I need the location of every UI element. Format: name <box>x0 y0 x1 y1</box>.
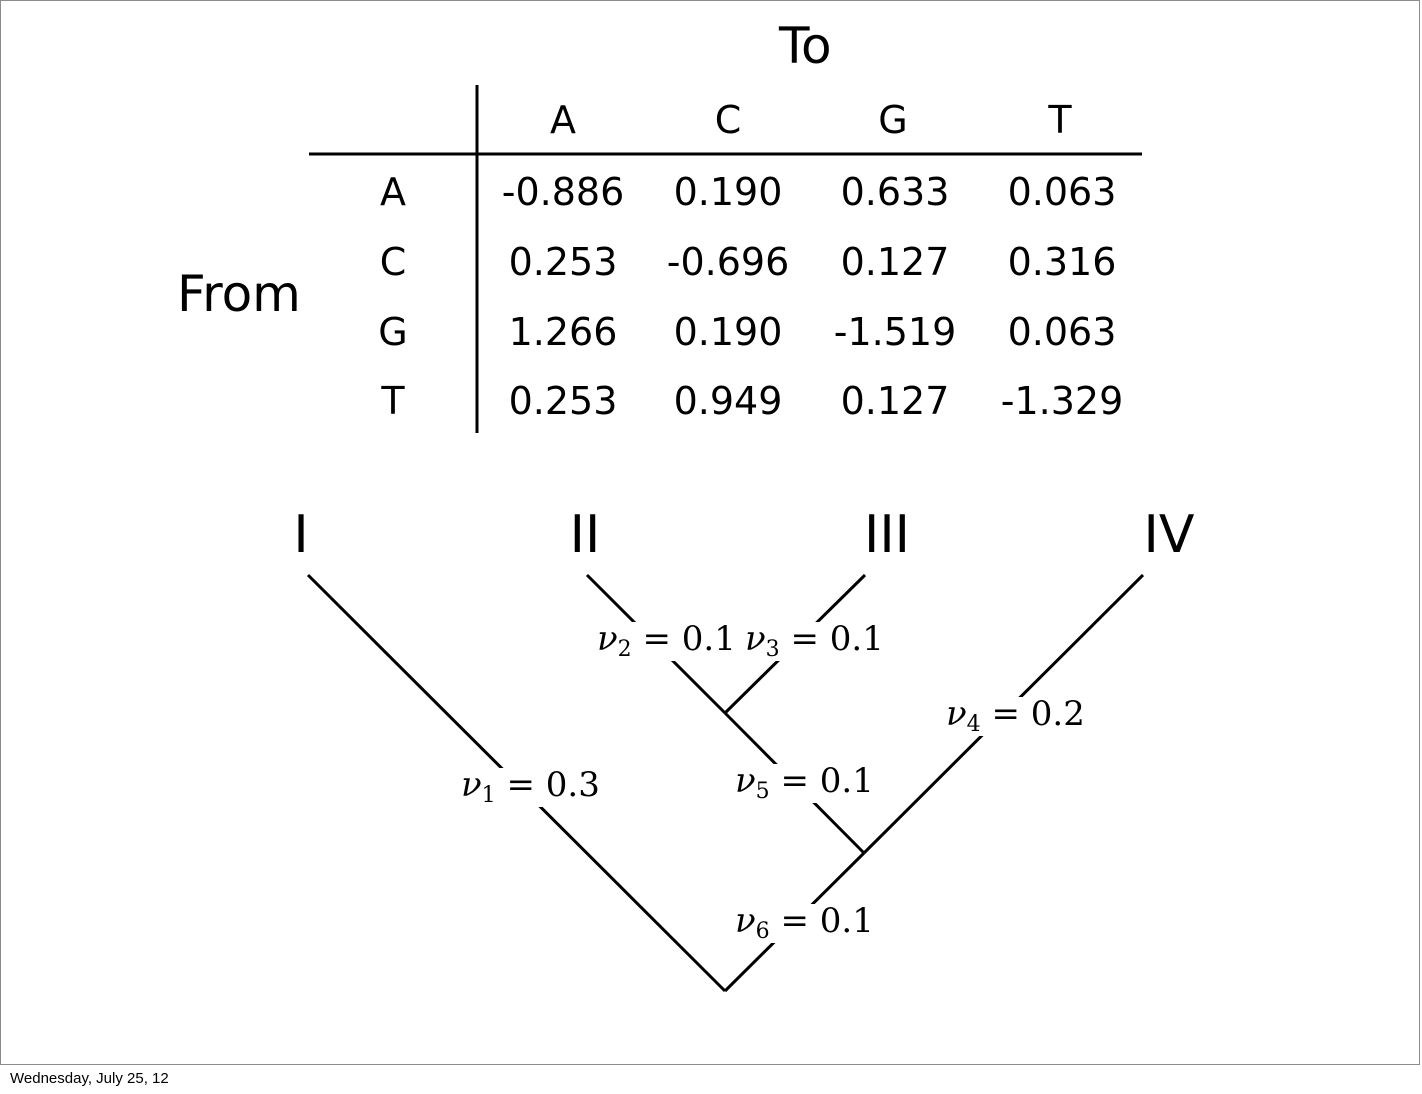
matrix-cell: 0.633 <box>840 170 950 214</box>
equals-sign: = <box>780 901 809 941</box>
matrix-cell: 0.253 <box>508 240 618 284</box>
nu-symbol: ν <box>735 761 756 801</box>
matrix-cell: 0.190 <box>673 170 783 214</box>
branch-value: 0.1 <box>819 761 874 801</box>
branch-value: 0.2 <box>1030 694 1085 734</box>
matrix-cell: 0.190 <box>673 310 783 354</box>
branch-value: 0.1 <box>829 619 884 659</box>
branch-index: 4 <box>966 712 981 737</box>
matrix-cell: 0.063 <box>1007 170 1117 214</box>
row-label-a: A <box>380 170 406 214</box>
matrix-cell: -1.329 <box>1000 379 1124 423</box>
branch-index: 5 <box>755 779 770 804</box>
branch-label-2: ν2 = 0.1 <box>595 622 738 661</box>
row-label-c: C <box>379 240 407 284</box>
branch-value: 0.1 <box>819 901 874 941</box>
matrix-cell: -0.696 <box>666 240 790 284</box>
branch-label-3: ν3 = 0.1 <box>743 622 886 661</box>
matrix-cell: 0.949 <box>673 379 783 423</box>
nu-symbol: ν <box>461 765 482 805</box>
nu-symbol: ν <box>597 619 618 659</box>
branch-value: 0.3 <box>545 765 600 805</box>
column-header-c: C <box>714 98 742 142</box>
matrix-cell: 0.127 <box>840 379 950 423</box>
taxon-i: I <box>293 505 309 565</box>
column-header-a: A <box>550 98 576 142</box>
equals-sign: = <box>790 619 819 659</box>
branch-label-1: ν1 = 0.3 <box>459 768 602 807</box>
branch-index: 1 <box>481 783 496 808</box>
branch-index: 3 <box>765 637 780 662</box>
matrix-cell: 0.063 <box>1007 310 1117 354</box>
slide: To From A C G T A C G T -0.886 0.190 0.6… <box>0 0 1420 1065</box>
footer-date: Wednesday, July 25, 12 <box>10 1070 169 1087</box>
row-label-g: G <box>378 310 408 354</box>
equals-sign: = <box>642 619 671 659</box>
nu-symbol: ν <box>946 694 967 734</box>
taxon-iii: III <box>863 505 910 565</box>
matrix-cell: 0.316 <box>1007 240 1117 284</box>
from-label: From <box>177 265 301 323</box>
matrix-cell: 0.127 <box>840 240 950 284</box>
branch-index: 2 <box>617 637 632 662</box>
branch-label-4: ν4 = 0.2 <box>944 697 1087 736</box>
equals-sign: = <box>991 694 1020 734</box>
matrix-cell: 1.266 <box>508 310 618 354</box>
branch-label-6: ν6 = 0.1 <box>733 904 876 943</box>
matrix-cell: 0.253 <box>508 379 618 423</box>
nu-symbol: ν <box>745 619 766 659</box>
branch-index: 6 <box>755 919 770 944</box>
taxon-iv: IV <box>1143 505 1195 565</box>
equals-sign: = <box>506 765 535 805</box>
column-header-g: G <box>878 98 908 142</box>
nu-symbol: ν <box>735 901 756 941</box>
column-header-t: T <box>1048 98 1072 142</box>
matrix-cell: -0.886 <box>501 170 625 214</box>
to-label: To <box>779 17 832 75</box>
equals-sign: = <box>780 761 809 801</box>
branch-label-5: ν5 = 0.1 <box>733 764 876 803</box>
branch-value: 0.1 <box>681 619 736 659</box>
matrix-cell: -1.519 <box>833 310 957 354</box>
row-label-t: T <box>381 379 405 423</box>
taxon-ii: II <box>569 505 601 565</box>
